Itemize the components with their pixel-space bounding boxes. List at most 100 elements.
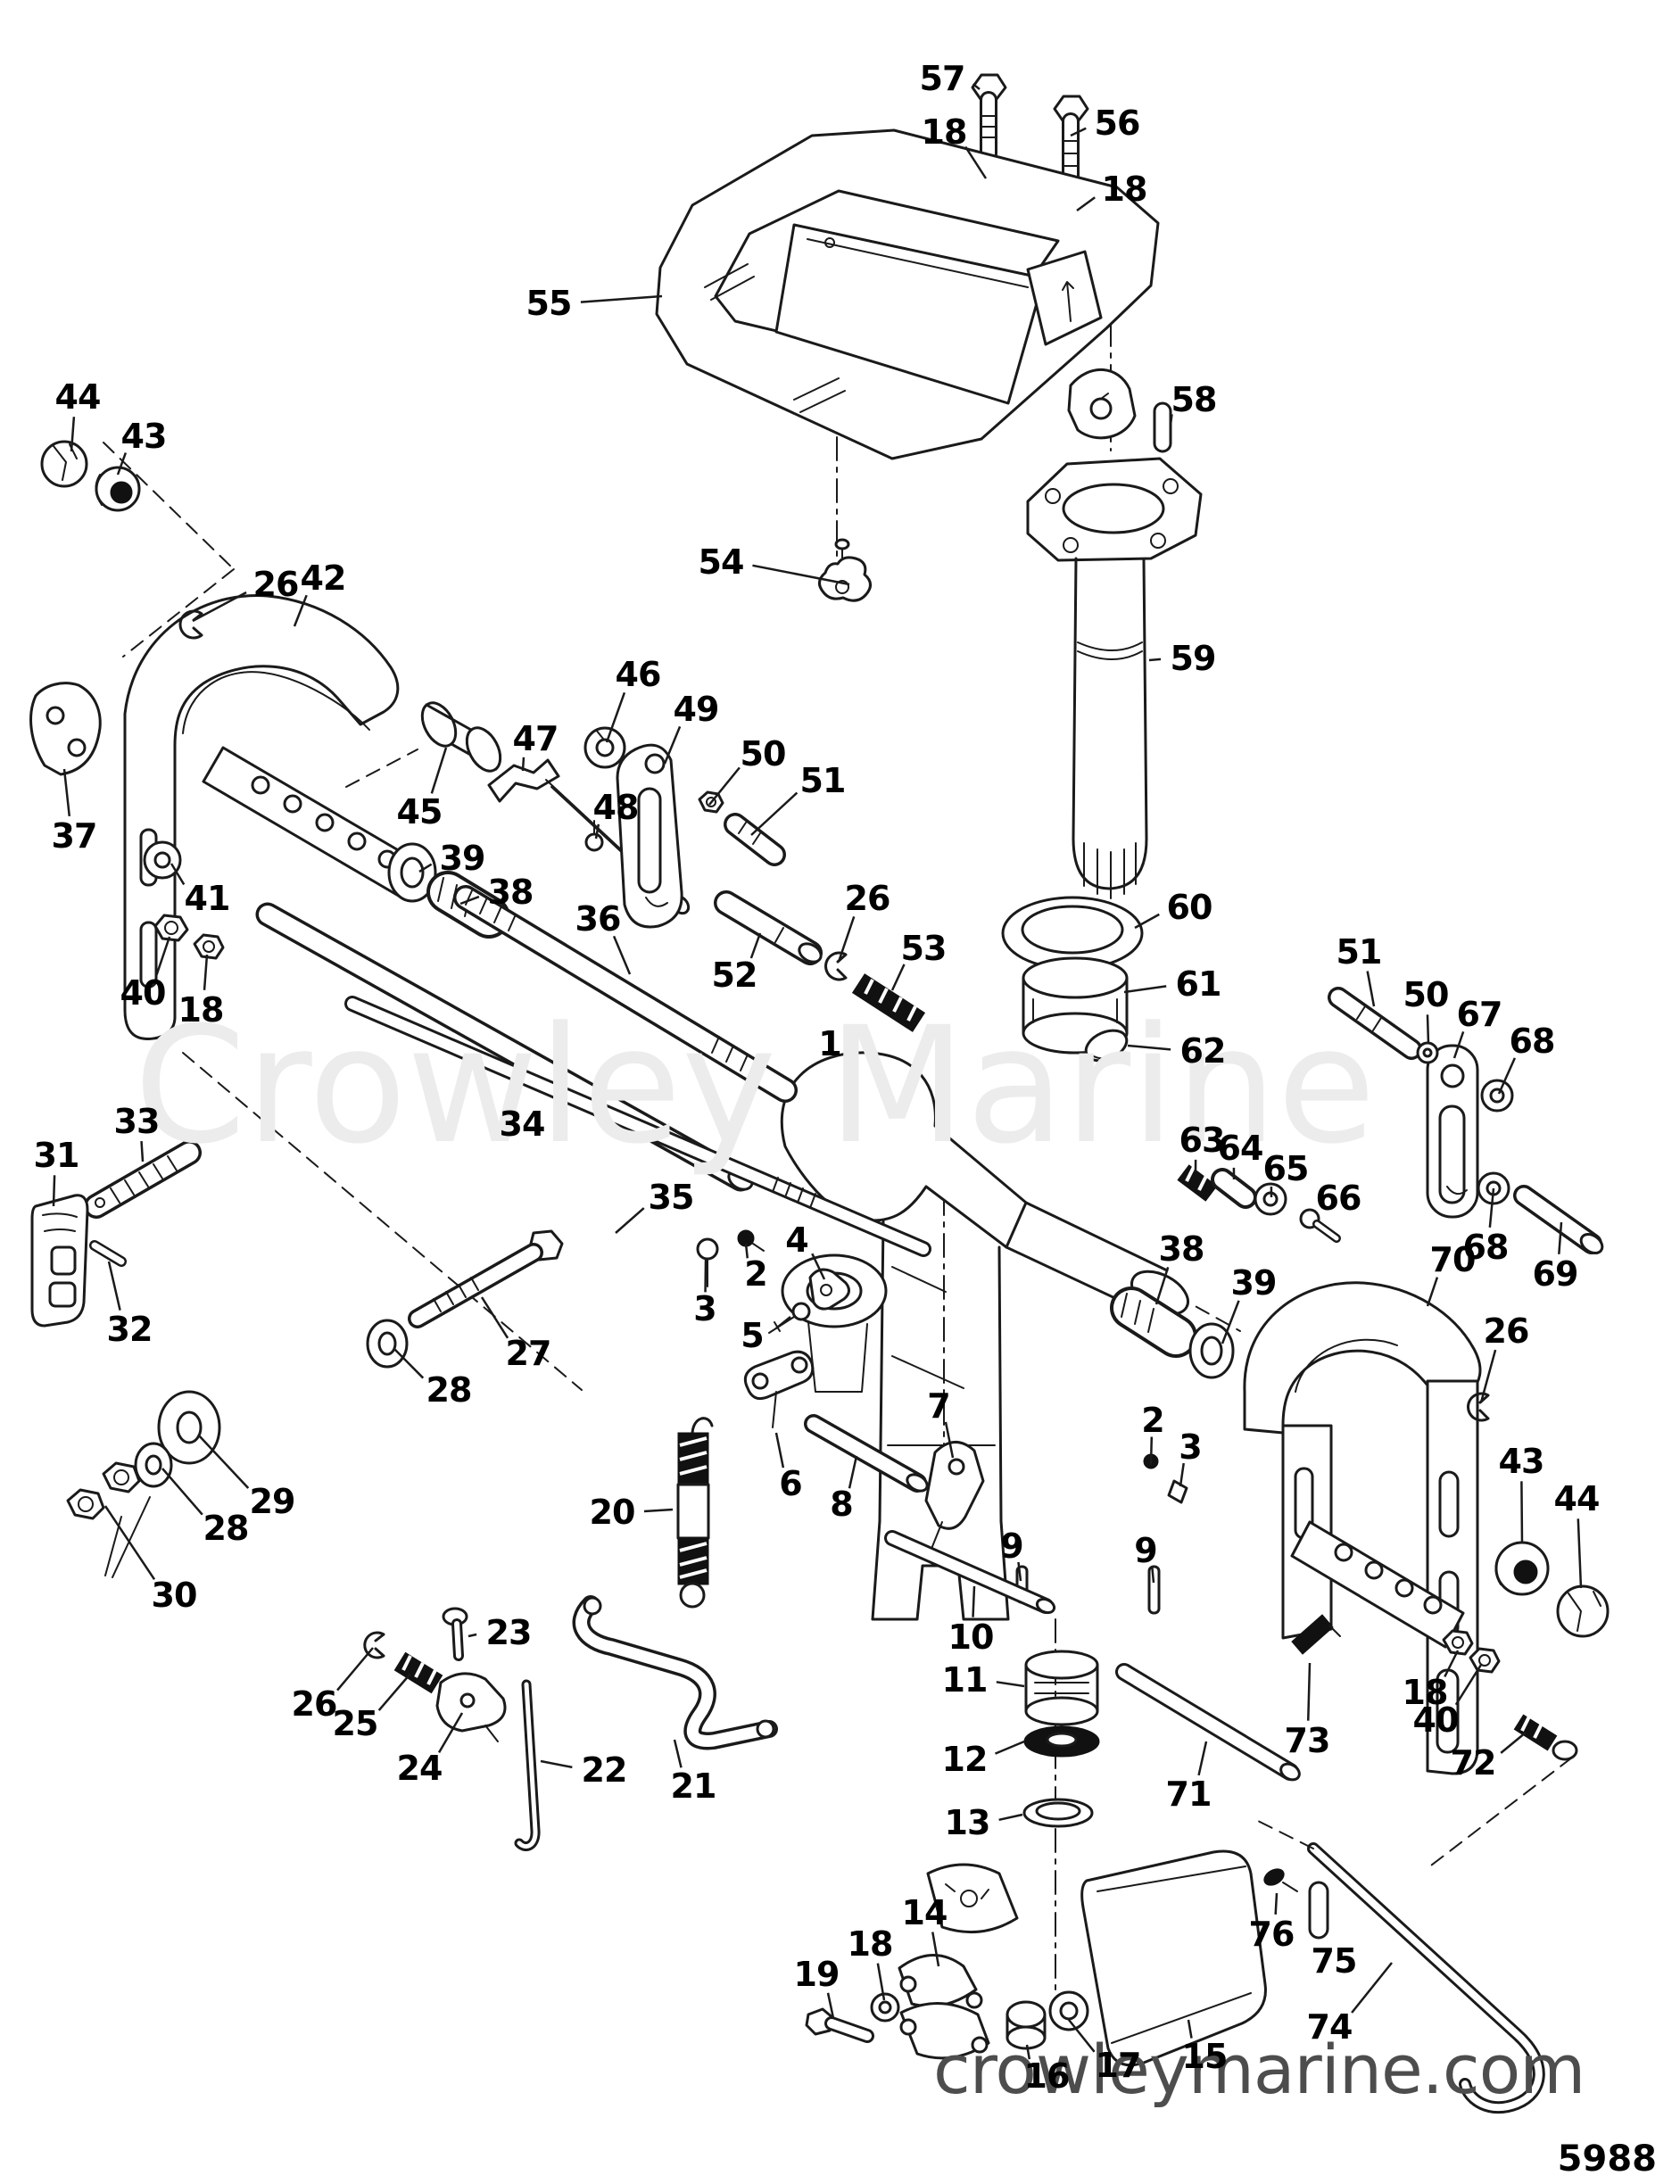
leader-line-59 bbox=[1148, 658, 1162, 662]
leader-line-51 bbox=[1366, 971, 1376, 1007]
part-43-grommet-port bbox=[95, 466, 141, 512]
callout-56: 56 bbox=[1094, 103, 1141, 143]
part-37-anchor-plate bbox=[29, 682, 102, 776]
callout-40: 40 bbox=[120, 973, 167, 1013]
part-28-washer-lower bbox=[134, 1442, 173, 1488]
part-57-bolt bbox=[971, 73, 1007, 162]
part-48-ring bbox=[584, 820, 604, 852]
part-30-nuts bbox=[66, 1461, 151, 1578]
part-18-washer-bottom bbox=[870, 1992, 900, 2023]
part-44-cap-right bbox=[1556, 1584, 1610, 1638]
leader-line-39 bbox=[418, 863, 433, 873]
part-18-nut-right bbox=[1442, 1629, 1474, 1656]
leader-line-57 bbox=[972, 83, 981, 90]
callout-44: 44 bbox=[54, 377, 102, 417]
part-28-washer-upper bbox=[366, 1319, 409, 1369]
leader-line-16 bbox=[1025, 2044, 1031, 2060]
leader-line-33 bbox=[140, 1140, 145, 1162]
part-49-link bbox=[616, 743, 683, 929]
callout-18: 18 bbox=[178, 990, 225, 1030]
callout-30: 30 bbox=[151, 1576, 198, 1615]
leader-line-69 bbox=[1558, 1221, 1563, 1254]
callout-8: 8 bbox=[830, 1485, 853, 1524]
leader-line-12 bbox=[995, 1740, 1025, 1755]
part-18-nut-port bbox=[193, 933, 225, 960]
part-7-lever bbox=[924, 1441, 985, 1550]
callout-28: 28 bbox=[203, 1509, 250, 1548]
callout-37: 37 bbox=[51, 816, 98, 856]
part-24-cam bbox=[435, 1672, 507, 1742]
callout-36: 36 bbox=[575, 899, 622, 939]
callout-64: 64 bbox=[1217, 1129, 1264, 1168]
part-40-nut-port bbox=[153, 914, 189, 942]
leader-line-2 bbox=[744, 1243, 749, 1259]
part-33-stud bbox=[84, 1140, 202, 1219]
callout-74: 74 bbox=[1306, 2007, 1353, 2047]
leader-line-17 bbox=[1068, 2019, 1096, 2053]
leader-line-50 bbox=[708, 766, 741, 806]
leader-line-20 bbox=[643, 1508, 674, 1513]
callout-39: 39 bbox=[1230, 1263, 1278, 1303]
callout-14: 14 bbox=[901, 1893, 948, 1932]
callout-46: 46 bbox=[615, 655, 662, 694]
part-21-shift-link bbox=[572, 1595, 778, 1750]
callout-4: 4 bbox=[785, 1220, 808, 1260]
callout-53: 53 bbox=[900, 929, 948, 968]
callout-57: 57 bbox=[919, 59, 966, 98]
part-32-pin bbox=[89, 1240, 127, 1267]
callout-35: 35 bbox=[648, 1178, 695, 1217]
part-74-hook-rod bbox=[1255, 1819, 1545, 2114]
part-70-starboard-bracket bbox=[1243, 1281, 1482, 1775]
part-76-screw bbox=[1263, 1868, 1298, 1892]
callout-6: 6 bbox=[779, 1464, 802, 1503]
leader-line-18 bbox=[203, 954, 209, 990]
leader-line-26 bbox=[1479, 1349, 1497, 1403]
leader-line-26 bbox=[837, 915, 856, 963]
leader-line-62 bbox=[1127, 1044, 1171, 1051]
callout-69: 69 bbox=[1532, 1254, 1579, 1294]
leader-line-38 bbox=[1154, 1266, 1170, 1305]
leader-line-70 bbox=[1426, 1277, 1439, 1307]
leader-line-73 bbox=[1306, 1662, 1312, 1721]
watermark: Crowley Marine bbox=[134, 993, 1377, 1179]
callout-42: 42 bbox=[300, 558, 347, 598]
callout-65: 65 bbox=[1262, 1149, 1310, 1188]
leader-line-27 bbox=[480, 1296, 509, 1339]
callout-25: 25 bbox=[332, 1704, 379, 1743]
part-27-bolt bbox=[408, 1229, 564, 1328]
part-63-spring bbox=[1177, 1164, 1218, 1202]
leader-line-68 bbox=[1497, 1057, 1517, 1095]
part-6-link bbox=[743, 1350, 815, 1428]
leader-line-10 bbox=[972, 1585, 976, 1617]
leader-line-40 bbox=[1454, 1664, 1483, 1706]
callout-68: 68 bbox=[1462, 1228, 1510, 1267]
part-67-link bbox=[1426, 1044, 1479, 1219]
callout-11: 11 bbox=[941, 1660, 989, 1700]
leader-line-22 bbox=[540, 1759, 573, 1769]
leader-line-40 bbox=[155, 936, 171, 976]
diagram-number: 5988 bbox=[1557, 2138, 1657, 2180]
part-54-clip bbox=[818, 538, 872, 602]
leader-line-47 bbox=[521, 757, 526, 772]
part-26-clip-mid bbox=[824, 951, 848, 981]
callout-12: 12 bbox=[941, 1740, 989, 1779]
callout-51: 51 bbox=[1336, 932, 1383, 972]
part-10-rod bbox=[884, 1530, 1056, 1615]
part-16-cap bbox=[1006, 2000, 1047, 2050]
callout-75: 75 bbox=[1311, 1941, 1358, 1981]
part-39-washer-right bbox=[1188, 1322, 1235, 1379]
part-23-screw bbox=[442, 1607, 468, 1661]
callout-63: 63 bbox=[1179, 1121, 1226, 1160]
callout-50: 50 bbox=[1403, 975, 1450, 1014]
leader-line-43 bbox=[116, 452, 128, 476]
leader-line-18 bbox=[1444, 1650, 1460, 1678]
part-53-spring bbox=[851, 973, 926, 1032]
callout-40: 40 bbox=[1412, 1700, 1460, 1740]
part-66-screw bbox=[1299, 1208, 1341, 1243]
part-52-pin bbox=[714, 890, 823, 965]
leader-line-49 bbox=[663, 725, 682, 765]
callout-45: 45 bbox=[396, 792, 443, 831]
callout-51: 51 bbox=[799, 761, 847, 800]
